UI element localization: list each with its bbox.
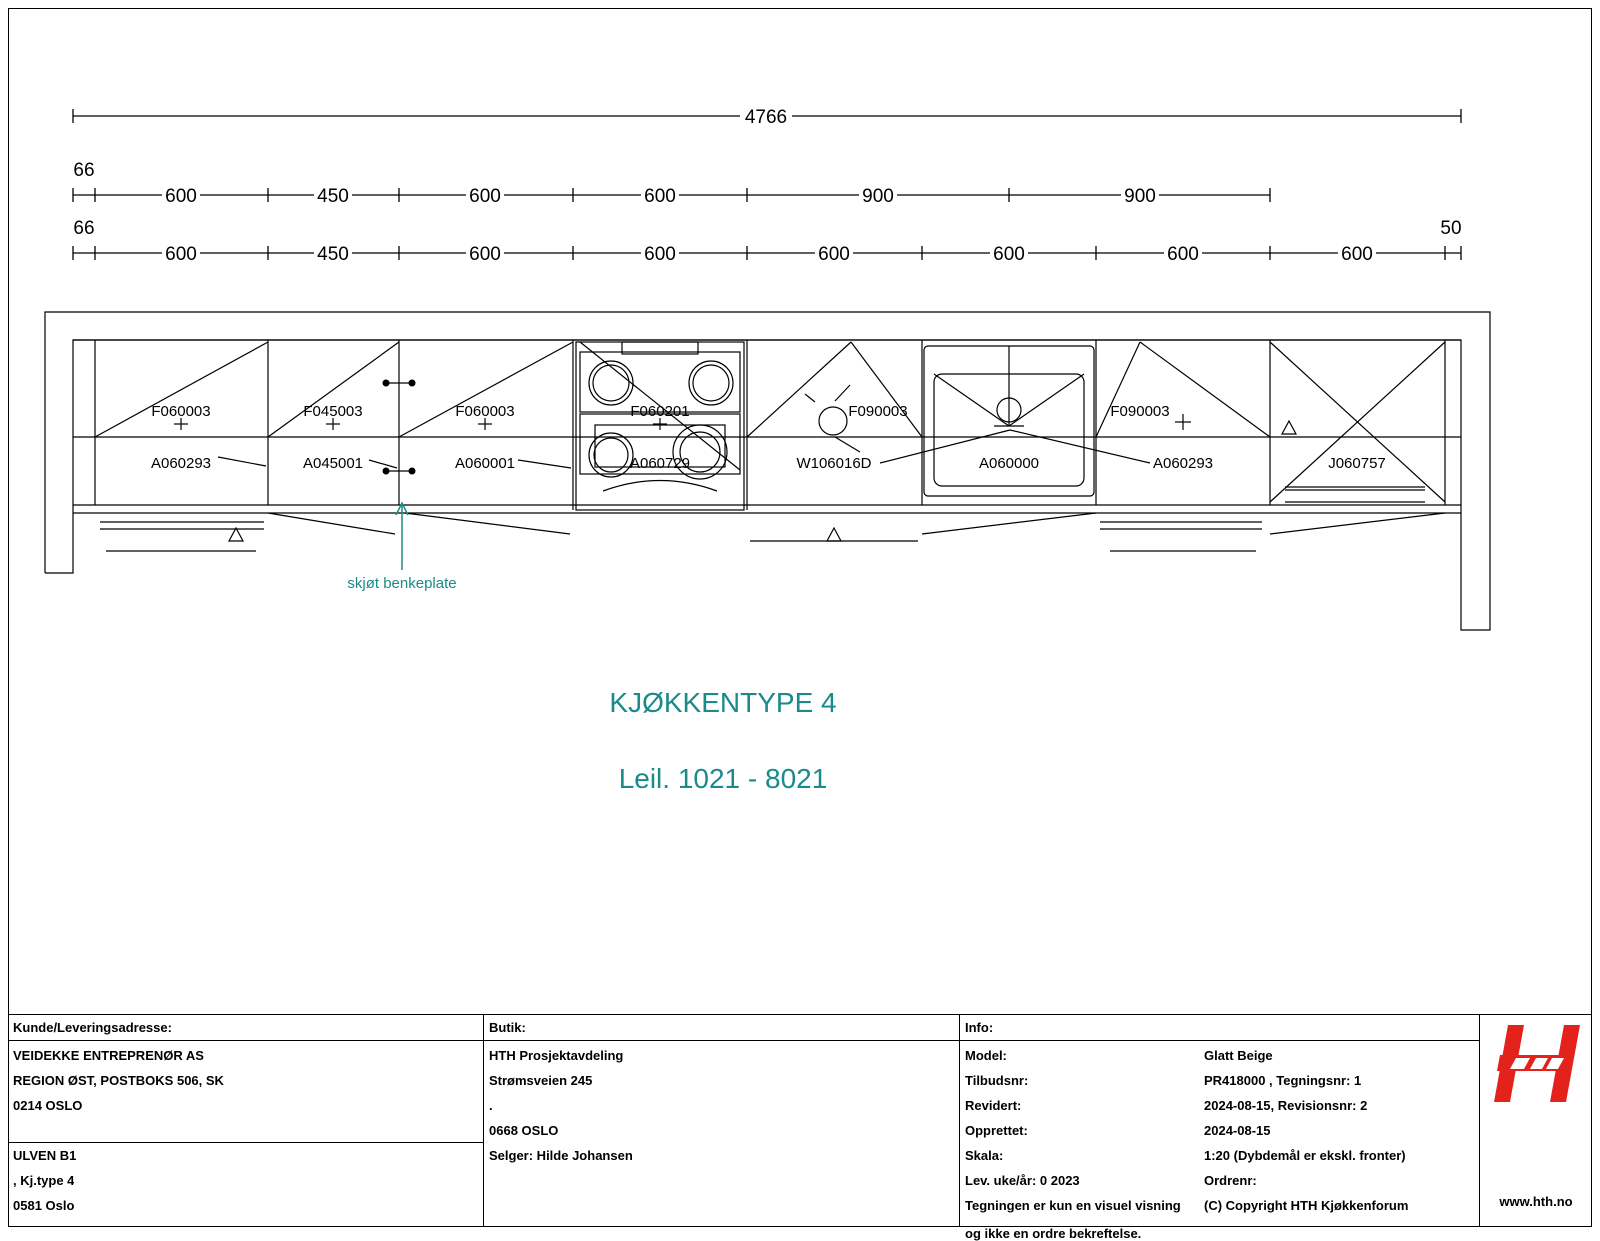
shop-line-2: Strømsveien 245 (489, 1073, 593, 1088)
row1-dimension-label: 600 (469, 186, 501, 207)
cabinet-codes: F060003 F045003 F060003 F060201 F090003 F0900… (151, 403, 1386, 472)
row1-dimension-label: 900 (862, 186, 894, 207)
info-value-scale: 1:20 (Dybdemål er ekskl. fronter) (1204, 1148, 1406, 1163)
label-knockout (466, 185, 504, 205)
customer-line-3: 0214 OSLO (13, 1098, 83, 1113)
base-cabinet-code: A045001 (303, 455, 363, 472)
row1-dimension-label: 600 (165, 186, 197, 207)
joint-annotation: skjøt benkeplate (347, 575, 456, 592)
label-knockout (990, 243, 1028, 263)
row1-offset-label: 66 (73, 160, 94, 181)
wall-cabinet-code: F060003 (455, 403, 514, 420)
project-line-3: 0581 Oslo (13, 1198, 75, 1213)
overall-dimension-label: 4766 (745, 107, 787, 128)
shop-column: Butik: HTH Prosjektavdeling Strømsveien … (484, 1015, 960, 1227)
label-knockout (1164, 243, 1202, 263)
label-knockout (162, 185, 200, 205)
row2-offset-label: 66 (73, 218, 94, 239)
row1-dimension-label: 450 (317, 186, 349, 207)
label-knockout (1338, 243, 1376, 263)
row1-dimension-label: 600 (644, 186, 676, 207)
info-column: Info: Model: Tilbudsnr: Revidert: Oppret… (960, 1015, 1480, 1241)
customer-header: Kunde/Leveringsadresse: (8, 1015, 483, 1041)
project-line-2: , Kj.type 4 (13, 1173, 75, 1188)
info-disclaimer-2: og ikke en ordre bekreftelse. (965, 1226, 1142, 1241)
joint-arrow-icon (395, 501, 409, 570)
row2-dimension-label: 450 (317, 244, 349, 265)
shop-line-1: HTH Prosjektavdeling (489, 1048, 624, 1063)
info-label-created: Opprettet: (965, 1123, 1028, 1138)
row2-dimension-label: 600 (165, 244, 197, 265)
base-cabinet-code: A060293 (1153, 455, 1213, 472)
drawing-title: KJØKKENTYPE 4 (609, 687, 836, 718)
shop-header: Butik: (484, 1015, 959, 1041)
label-knockout (815, 243, 853, 263)
row2-end-label: 50 (1440, 218, 1461, 239)
logo-cell: www.hth.no (1480, 1015, 1592, 1227)
shop-line-3: . (489, 1098, 493, 1113)
info-value-model: Glatt Beige (1204, 1048, 1273, 1063)
row2-dimension-label: 600 (993, 244, 1025, 265)
info-value-copyright: (C) Copyright HTH Kjøkkenforum (1204, 1198, 1409, 1213)
label-knockout (162, 243, 200, 263)
info-value-order: Ordrenr: (1204, 1173, 1257, 1188)
base-cabinet-code: W106016D (796, 455, 871, 472)
info-label-offer: Tilbudsnr: (965, 1073, 1029, 1088)
customer-divider (8, 1142, 483, 1143)
kitchen-plan-drawing: 4766 66 600 450 600 600 900 900 66 50 600 450 600 600… (44, 106, 1491, 794)
wall-cabinet-code: F060003 (151, 403, 210, 420)
base-cabinet-code: A060729 (630, 455, 690, 472)
info-label-revised: Revidert: (965, 1098, 1022, 1113)
base-cabinet-code: J060757 (1328, 455, 1386, 472)
customer-column: Kunde/Leveringsadresse: VEIDEKKE ENTREPR… (8, 1015, 484, 1227)
base-cabinet-code: A060293 (151, 455, 211, 472)
info-label-delivery: Lev. uke/år: 0 2023 (965, 1173, 1080, 1188)
website-link[interactable]: www.hth.no (1499, 1194, 1573, 1209)
row2-dimension-label: 600 (469, 244, 501, 265)
customer-line-2: REGION ØST, POSTBOKS 506, SK (13, 1073, 224, 1088)
info-disclaimer-1: Tegningen er kun en visuel visning (965, 1198, 1181, 1213)
project-line-1: ULVEN B1 (13, 1148, 77, 1163)
row1-dimension-label: 900 (1124, 186, 1156, 207)
shop-line-4: 0668 OSLO (489, 1123, 559, 1138)
wall-cabinet-code: F045003 (303, 403, 362, 420)
dimension-labels: 4766 66 600 450 600 600 900 900 66 50 600 450 600 600… (73, 106, 1462, 265)
label-knockout (641, 185, 679, 205)
base-cabinet-code: A060000 (979, 455, 1039, 472)
drawing-subtitle: Leil. 1021 - 8021 (619, 763, 828, 794)
shop-line-5: Selger: Hilde Johansen (489, 1148, 633, 1163)
dimension-lines (72, 109, 1462, 260)
label-knockout (859, 185, 897, 205)
customer-line-1: VEIDEKKE ENTREPRENØR AS (13, 1048, 204, 1063)
info-label-model: Model: (965, 1048, 1007, 1063)
wall-cabinet-code: F090003 (1110, 403, 1169, 420)
row2-dimension-label: 600 (1341, 244, 1373, 265)
info-value-revised: 2024-08-15, Revisionsnr: 2 (1204, 1098, 1368, 1113)
base-cabinet-code: A060001 (455, 455, 515, 472)
label-knockout (1121, 185, 1159, 205)
label-knockout (466, 243, 504, 263)
wall-cabinet-code: F060201 (630, 403, 689, 420)
row2-dimension-label: 600 (644, 244, 676, 265)
label-knockout (740, 106, 792, 126)
label-knockout (314, 243, 352, 263)
hth-logo-icon (1494, 1025, 1580, 1102)
label-knockout (641, 243, 679, 263)
info-value-created: 2024-08-15 (1204, 1123, 1271, 1138)
label-knockout (314, 185, 352, 205)
info-header: Info: (960, 1015, 1479, 1041)
drawing-frame (8, 8, 1592, 1227)
row2-dimension-label: 600 (818, 244, 850, 265)
plan-outline (44, 311, 1491, 631)
title-block: Kunde/Leveringsadresse: VEIDEKKE ENTREPR… (8, 1014, 1592, 1241)
row2-dimension-label: 600 (1167, 244, 1199, 265)
wall-cabinet-code: F090003 (848, 403, 907, 420)
info-label-scale: Skala: (965, 1148, 1004, 1163)
info-value-offer: PR418000 , Tegningsnr: 1 (1204, 1073, 1362, 1088)
